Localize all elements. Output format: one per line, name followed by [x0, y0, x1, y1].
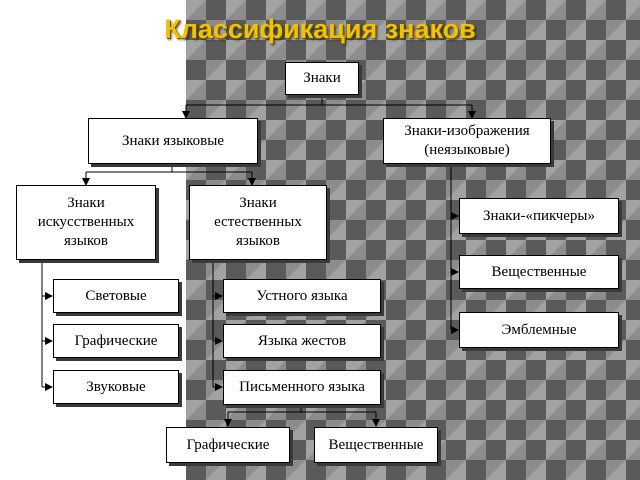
- node-graphic-written: Графические: [166, 427, 290, 463]
- node-pictures-label: Знаки-«пикчеры»: [482, 207, 596, 224]
- node-images: Знаки-изображения (неязыковые): [383, 118, 551, 164]
- node-gesture: Языка жестов: [223, 324, 381, 358]
- node-oral: Устного языка: [223, 279, 381, 313]
- node-root: Знаки: [285, 62, 359, 95]
- node-gesture-label: Языка жестов: [257, 332, 347, 349]
- node-natural: Знаки естественных языков: [189, 185, 327, 260]
- node-oral-label: Устного языка: [256, 287, 348, 304]
- node-sound: Звуковые: [53, 370, 179, 404]
- node-graphic-art: Графические: [53, 324, 179, 358]
- node-graphic-art-label: Графические: [74, 332, 158, 349]
- node-graphic-written-label: Графические: [186, 436, 270, 453]
- node-written-label: Письменного языка: [239, 379, 365, 396]
- node-artificial-label: Знаки искусственных языков: [37, 195, 135, 249]
- node-images-label: Знаки-изображения (неязыковые): [404, 123, 530, 158]
- node-linguistic: Знаки языковые: [88, 118, 258, 164]
- node-light: Световые: [53, 279, 179, 313]
- node-material-written-label: Вещественные: [328, 436, 424, 453]
- node-material-img-label: Вещественные: [491, 263, 587, 280]
- node-written: Письменного языка: [223, 370, 381, 405]
- node-emblem: Эмблемные: [459, 312, 619, 348]
- node-emblem-label: Эмблемные: [501, 321, 577, 338]
- node-material-written: Вещественные: [314, 427, 438, 463]
- node-light-label: Световые: [85, 287, 147, 304]
- node-material-img: Вещественные: [459, 255, 619, 289]
- node-natural-label: Знаки естественных языков: [214, 195, 302, 249]
- node-linguistic-label: Знаки языковые: [121, 132, 224, 149]
- node-sound-label: Звуковые: [86, 378, 146, 395]
- node-root-label: Знаки: [303, 70, 341, 87]
- node-artificial: Знаки искусственных языков: [16, 185, 156, 260]
- node-pictures: Знаки-«пикчеры»: [459, 198, 619, 234]
- diagram-title: Классификация знаков: [164, 14, 476, 44]
